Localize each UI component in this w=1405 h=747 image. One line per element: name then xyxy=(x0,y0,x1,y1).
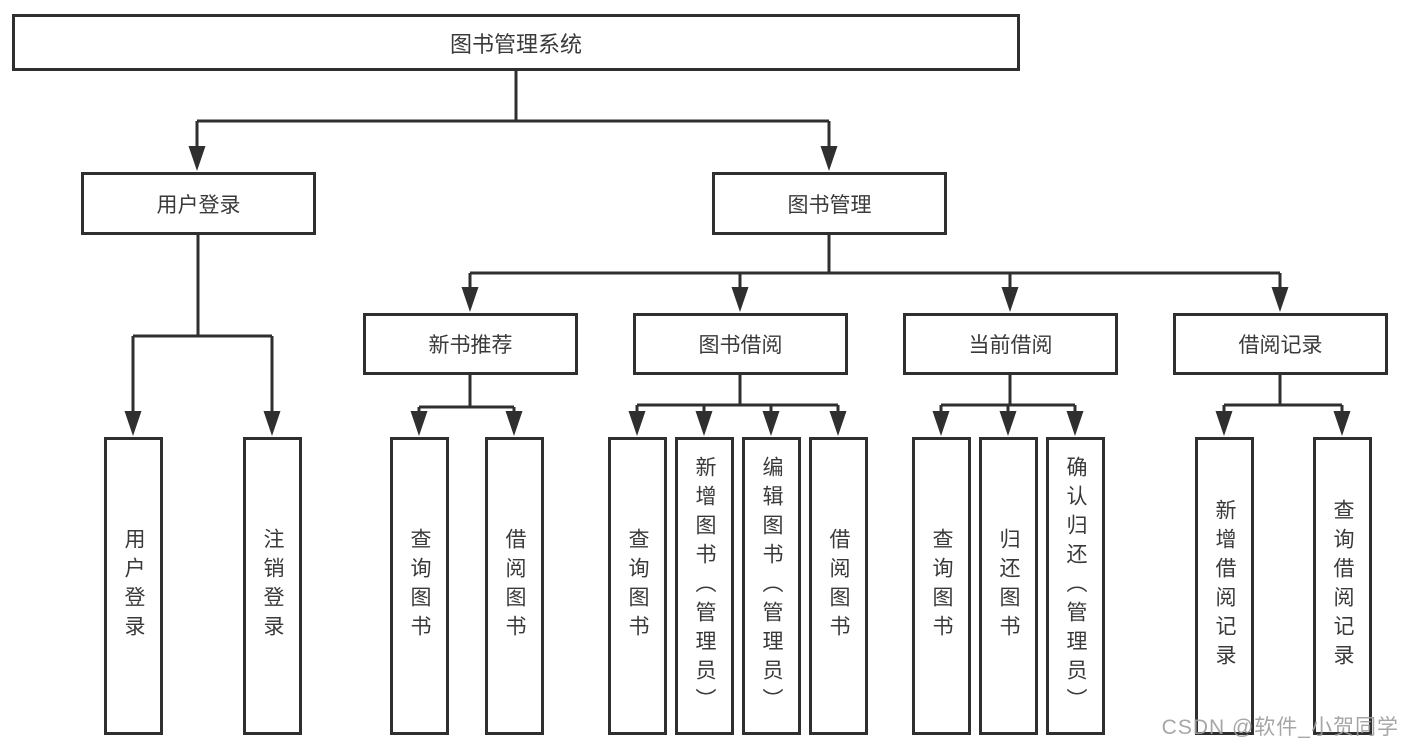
leaf-label: 编辑图书（管理员） xyxy=(760,455,783,717)
leaf-label: 注销登录 xyxy=(261,528,284,644)
node-label: 图书管理系统 xyxy=(449,31,582,57)
leaf-label: 借阅图书 xyxy=(827,528,850,644)
node-library-management-system: 图书管理系统 xyxy=(12,14,1020,71)
leaf-label: 用户登录 xyxy=(122,528,145,644)
node-label: 新书推荐 xyxy=(428,334,513,357)
node-current-borrowing: 当前借阅 xyxy=(903,313,1118,375)
csdn-watermark: CSDN @软件_小贺同学 xyxy=(1161,716,1399,739)
leaf-label: 查询借阅记录 xyxy=(1331,499,1354,673)
node-book-borrowing: 图书借阅 xyxy=(633,313,848,375)
leaf-add-books-admin: 新增图书（管理员） xyxy=(675,437,734,735)
leaf-add-borrow-record: 新增借阅记录 xyxy=(1195,437,1254,735)
node-borrowing-records: 借阅记录 xyxy=(1173,313,1388,375)
node-label: 用户登录 xyxy=(156,193,241,217)
node-book-management: 图书管理 xyxy=(712,172,947,235)
leaf-label: 新增借阅记录 xyxy=(1213,499,1236,673)
leaf-label: 查询图书 xyxy=(408,528,431,644)
leaf-user-login: 用户登录 xyxy=(104,437,163,735)
leaf-query-books-borrowing: 查询图书 xyxy=(608,437,667,735)
leaf-borrow-books-newbook: 借阅图书 xyxy=(485,437,544,735)
leaf-logout-login: 注销登录 xyxy=(243,437,302,735)
node-user-login: 用户登录 xyxy=(81,172,316,235)
leaf-label: 新增图书（管理员） xyxy=(693,455,716,717)
leaf-query-borrow-record: 查询借阅记录 xyxy=(1313,437,1372,735)
node-label: 图书借阅 xyxy=(698,334,783,357)
leaf-label: 查询图书 xyxy=(930,528,953,644)
leaf-return-books: 归还图书 xyxy=(979,437,1038,735)
leaf-query-books-newbook: 查询图书 xyxy=(390,437,449,735)
leaf-edit-books-admin: 编辑图书（管理员） xyxy=(742,437,801,735)
leaf-label: 查询图书 xyxy=(626,528,649,644)
node-label: 图书管理 xyxy=(787,193,872,217)
leaf-label: 归还图书 xyxy=(997,528,1020,644)
leaf-label: 确认归还（管理员） xyxy=(1064,455,1087,717)
node-label: 当前借阅 xyxy=(968,334,1053,357)
node-label: 借阅记录 xyxy=(1238,334,1323,357)
leaf-confirm-return-admin: 确认归还（管理员） xyxy=(1046,437,1105,735)
leaf-label: 借阅图书 xyxy=(503,528,526,644)
node-new-book-recommendation: 新书推荐 xyxy=(363,313,578,375)
leaf-query-books-current: 查询图书 xyxy=(912,437,971,735)
leaf-borrow-books-borrowing: 借阅图书 xyxy=(809,437,868,735)
